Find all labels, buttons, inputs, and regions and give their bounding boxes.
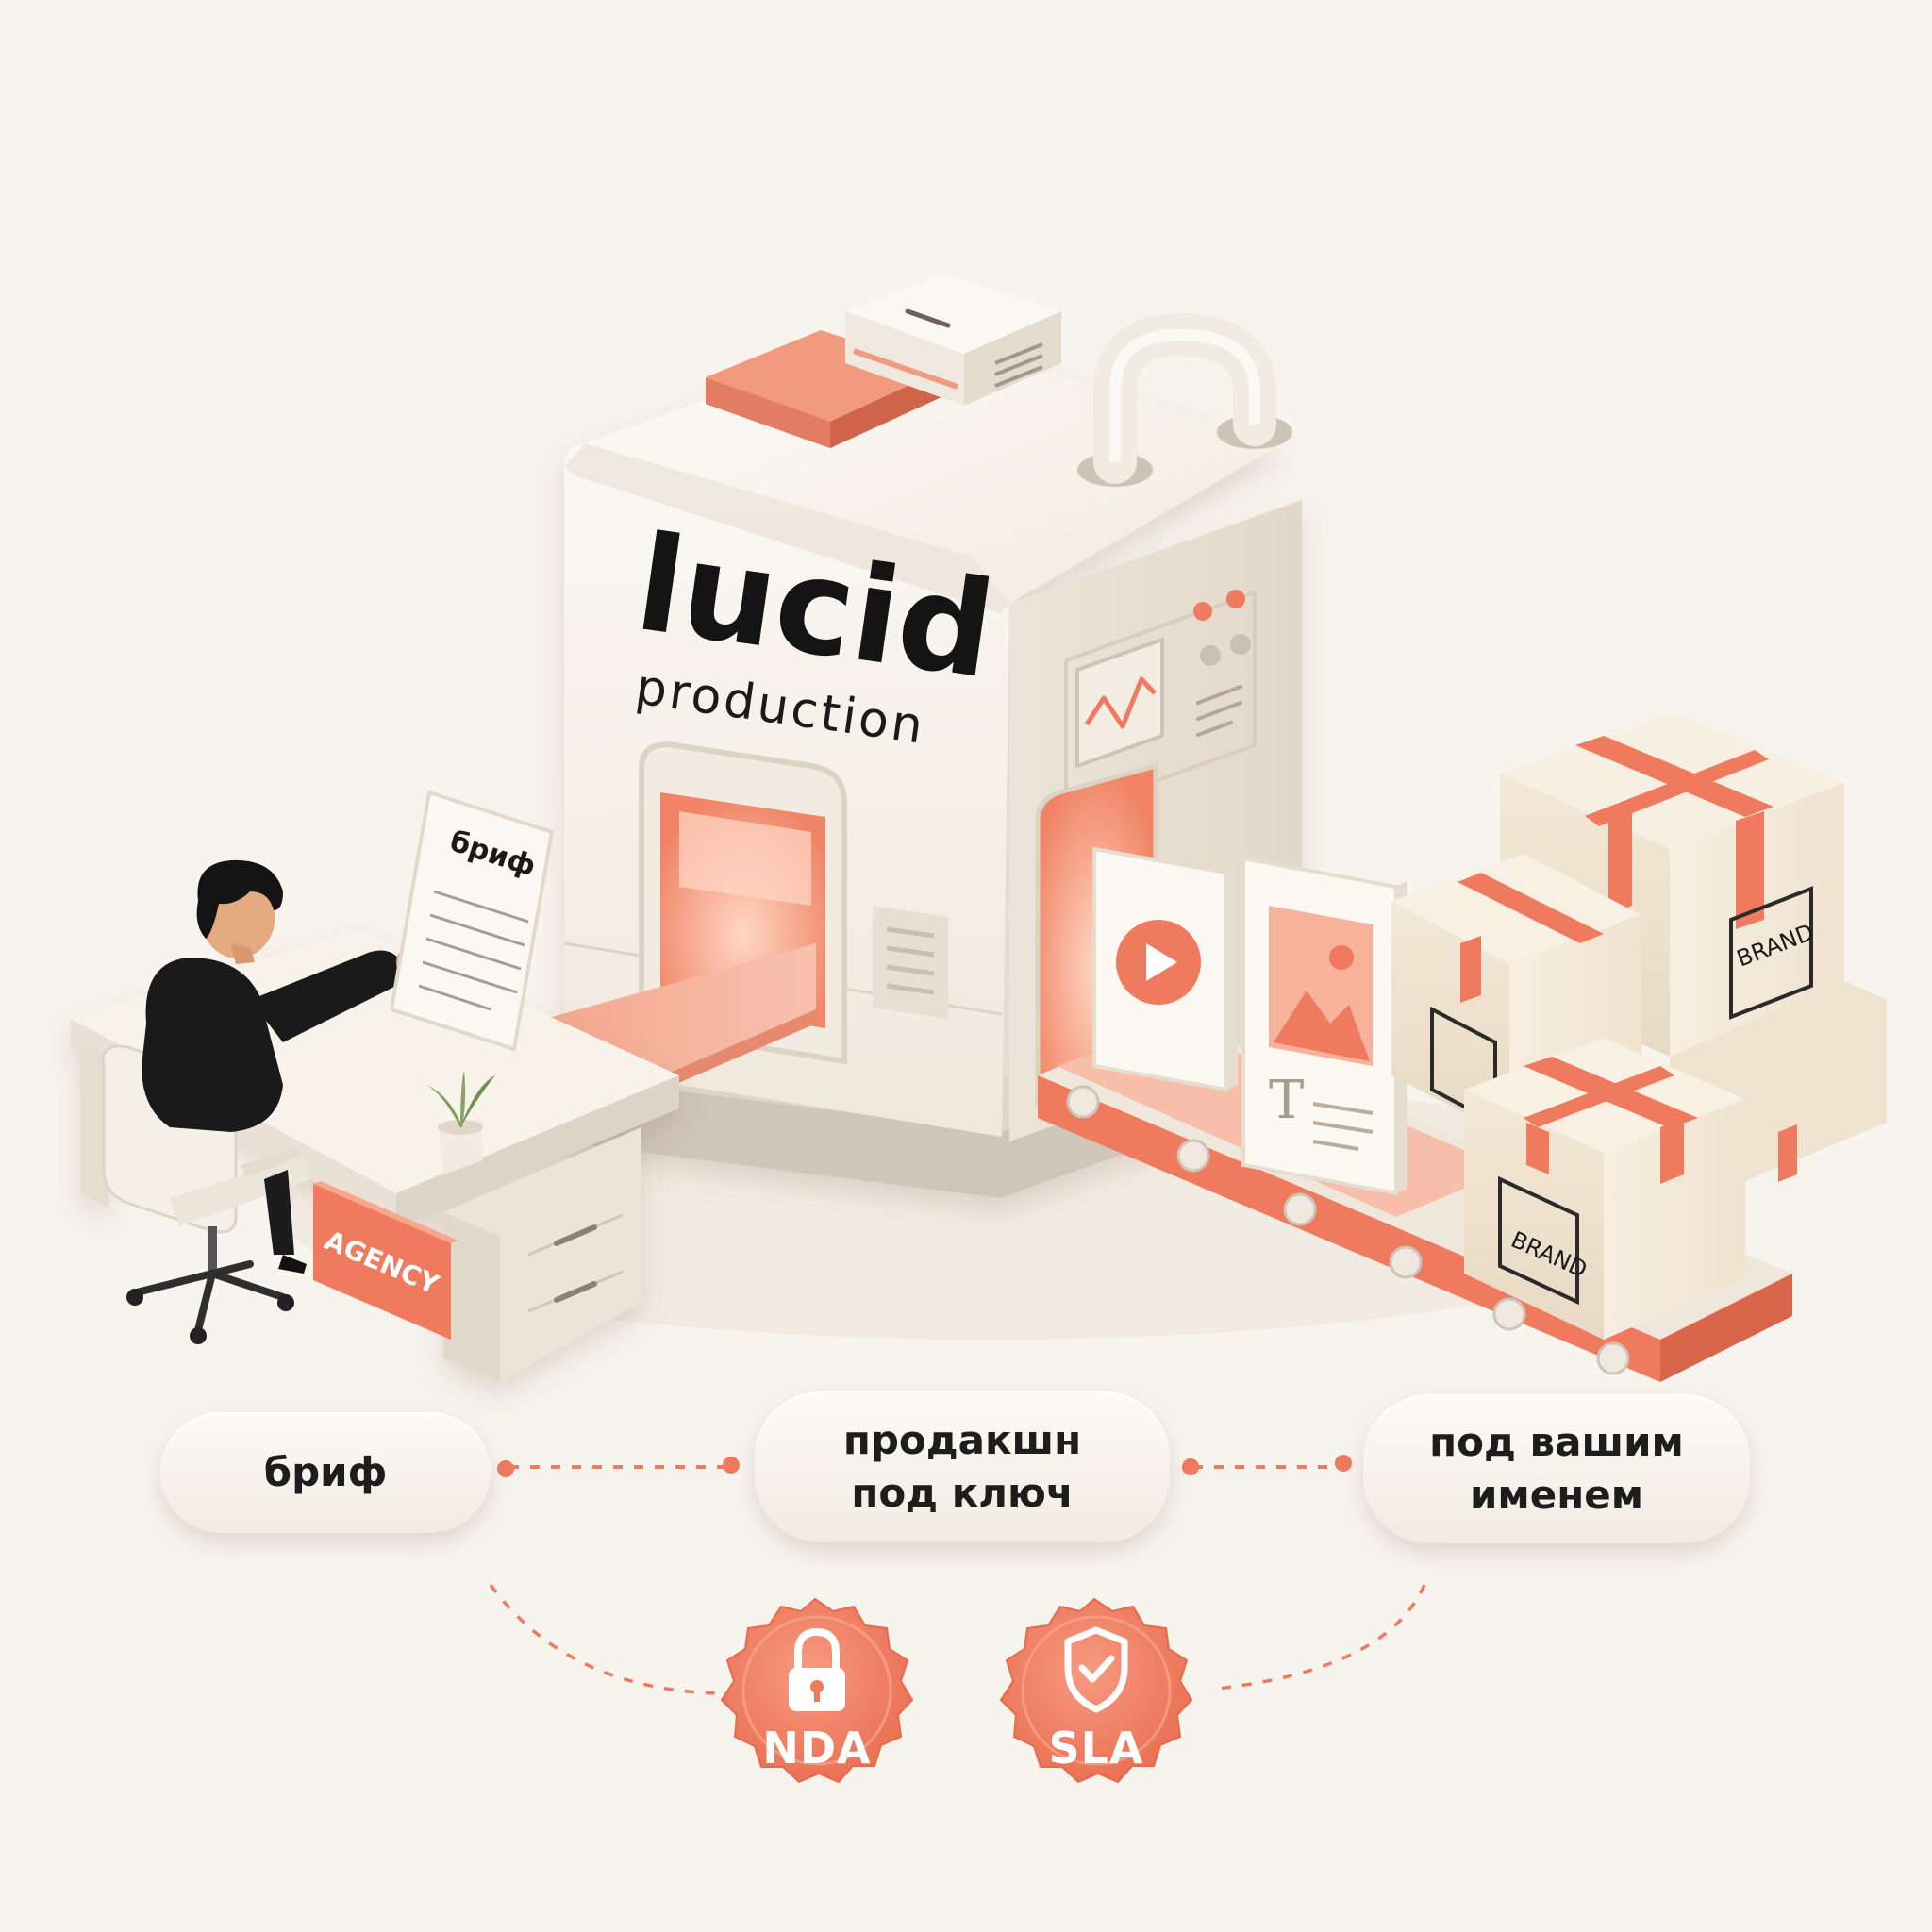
monitor-screen (1075, 637, 1164, 769)
desk-leg (80, 1042, 108, 1208)
agency-sign: AGENCY (313, 1181, 458, 1340)
roller (1389, 1245, 1423, 1279)
sla-label: SLA (1048, 1723, 1144, 1774)
shield-check-icon (1064, 1626, 1128, 1713)
video-tile (1092, 846, 1238, 1092)
roller (1066, 1085, 1100, 1119)
nda-label: NDA (762, 1723, 872, 1774)
plant (426, 1071, 495, 1174)
roller (1176, 1139, 1210, 1173)
machine-base (557, 1028, 1302, 1198)
control-knob (1230, 634, 1251, 655)
step-white-label: под вашим именем (1363, 1394, 1750, 1543)
machine-pipe (1077, 312, 1292, 487)
package-box: BRAND (1464, 1038, 1745, 1340)
roller (1283, 1192, 1317, 1226)
machine-vent-box (845, 274, 1061, 406)
indicator-light (1193, 602, 1212, 621)
text-icon: T (1269, 1070, 1304, 1131)
image-text-tile: T (1241, 856, 1407, 1196)
step-production-line2: под ключ (851, 1470, 1074, 1516)
step-white-label-line2: именем (1469, 1472, 1644, 1518)
machine-control-panel (1064, 590, 1257, 815)
roller (1596, 1341, 1630, 1375)
step-brief: бриф (160, 1412, 491, 1533)
nda-seal (720, 1597, 914, 1784)
sla-seal (999, 1597, 1193, 1784)
step-production-line1: продакшн (842, 1417, 1082, 1463)
machine-front-vent (873, 906, 948, 1019)
brief-document: бриф (389, 790, 555, 1052)
control-knob (1200, 645, 1221, 666)
roller (1492, 1297, 1526, 1331)
flow-connectors (489, 1455, 1426, 1695)
indicator-light (1226, 590, 1245, 608)
step-production: продакшн под ключ (755, 1391, 1170, 1542)
step-white-label-line1: под вашим (1429, 1419, 1684, 1465)
step-brief-label: бриф (263, 1449, 388, 1495)
lock-icon (789, 1627, 845, 1711)
